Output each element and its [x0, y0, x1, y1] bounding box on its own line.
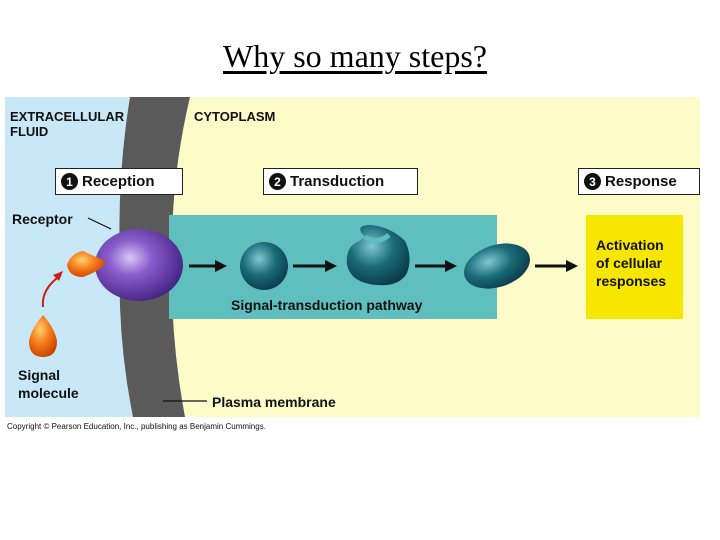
- response-label: Activation of cellular responses: [596, 237, 667, 289]
- cytoplasm-label: CYTOPLASM: [194, 109, 276, 124]
- free-signal-molecule: [29, 315, 57, 357]
- extracellular-label: EXTRACELLULAR FLUID: [10, 109, 125, 139]
- step-number-2: 2: [269, 173, 286, 190]
- step-label-reception: Reception: [82, 173, 155, 190]
- pathway-arrows: [189, 260, 578, 272]
- step-reception: 1 Reception: [55, 168, 183, 195]
- step-response: 3 Response: [578, 168, 700, 195]
- membrane-label: Plasma membrane: [212, 394, 336, 410]
- relay-molecule-1: [240, 242, 288, 290]
- step-transduction: 2 Transduction: [263, 168, 418, 195]
- receptor-pointer: [87, 217, 112, 230]
- copyright-credit: Copyright © Pearson Education, Inc., pub…: [7, 422, 266, 431]
- step-label-response: Response: [605, 173, 677, 190]
- step-label-transduction: Transduction: [290, 173, 385, 190]
- step-number-1: 1: [61, 173, 78, 190]
- relay-molecule-2: [346, 225, 410, 286]
- receptor-label: Receptor: [12, 211, 73, 227]
- step-number-3: 3: [584, 173, 601, 190]
- bound-signal-molecule: [67, 251, 105, 277]
- response-box: [586, 215, 683, 319]
- relay-molecule-3: [464, 243, 530, 289]
- receptor-shape: [95, 229, 183, 301]
- pathway-label: Signal-transduction pathway: [231, 297, 423, 313]
- signal-molecule-label: Signal molecule: [18, 367, 79, 401]
- cell-signaling-figure: EXTRACELLULAR FLUID CYTOPLASM 1 Receptio…: [5, 97, 700, 417]
- slide-title: Why so many steps?: [223, 38, 487, 74]
